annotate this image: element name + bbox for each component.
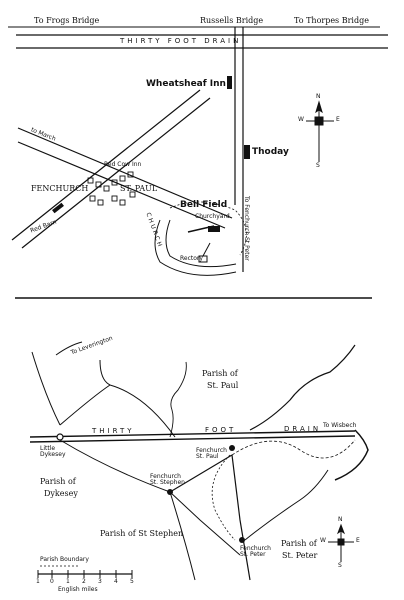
parish-st-paul-line1: Parish of: [202, 369, 238, 378]
scale-tick-1: 0: [50, 578, 54, 585]
fenchurch-label: FENCHURCH: [31, 184, 89, 193]
scale-tick-0: 1: [36, 578, 40, 585]
compass-top-w: W: [298, 116, 304, 123]
road-to-fenchurch-st-peter: To Fenchurch St Peter: [243, 196, 250, 261]
parish-st-stephen-label: Parish of St Stephen: [100, 529, 184, 538]
road-to-wisbech: To Wisbech: [323, 422, 357, 429]
compass-top-e: E: [336, 116, 340, 123]
compass-top-n: N: [316, 93, 321, 100]
compass-bottom-w: W: [320, 537, 326, 544]
parish-dykesey-line2: Dykesey: [44, 489, 78, 498]
compass-bottom-s: S: [338, 562, 342, 569]
road-to-thorpes-bridge: To Thorpes Bridge: [294, 16, 369, 25]
scale-label: English miles: [58, 586, 98, 593]
fenchurch-st-peter-label: Fenchurch St. Peter: [240, 545, 271, 558]
road-to-frogs-bridge: To Frogs Bridge: [34, 16, 100, 25]
drain-drain: DRAIN: [284, 425, 322, 433]
parish-dykesey-line1: Parish of: [40, 477, 76, 486]
little-dykesey-label: Little Dykesey: [40, 445, 66, 458]
compass-bottom-e: E: [356, 537, 360, 544]
fenchurch-st-paul-label: Fenchurch St. Paul: [196, 447, 227, 460]
scale-tick-6: 5: [130, 578, 134, 585]
compass-bottom-n: N: [338, 516, 343, 523]
thoday-label: Thoday: [252, 147, 289, 157]
parish-st-peter-line1: Parish of: [281, 539, 317, 548]
fenchurch-st-stephen-label: Fenchurch St. Stephen: [150, 473, 185, 486]
churchyard-label: Churchyard: [195, 213, 230, 220]
scale-tick-4: 3: [98, 578, 102, 585]
parish-boundary-legend: Parish Boundary: [40, 556, 89, 563]
compass-top-icon: [306, 100, 334, 162]
bell-field-label: Bell Field: [180, 200, 228, 210]
parish-st-peter-line2: St. Peter: [282, 551, 318, 560]
compass-top-s: S: [316, 162, 320, 169]
rectory-label: Rectory: [180, 255, 203, 262]
st-paul-label: ST. PAUL: [120, 184, 158, 193]
drain-thirty: THIRTY: [92, 427, 135, 435]
scale-tick-5: 4: [114, 578, 118, 585]
road-russells-bridge: Russells Bridge: [200, 16, 264, 25]
parish-st-paul-line2: St. Paul: [207, 381, 239, 390]
drain-foot: FOOT: [205, 426, 237, 434]
compass-bottom-icon: [328, 523, 354, 562]
scale-tick-3: 2: [82, 578, 86, 585]
wheatsheaf-inn-label: Wheatsheaf Inn: [146, 79, 226, 89]
red-cow-label: Red Cow Inn: [104, 161, 142, 168]
scale-tick-2: 1: [66, 578, 70, 585]
drain-label: THIRTY FOOT DRAIN: [120, 37, 242, 45]
